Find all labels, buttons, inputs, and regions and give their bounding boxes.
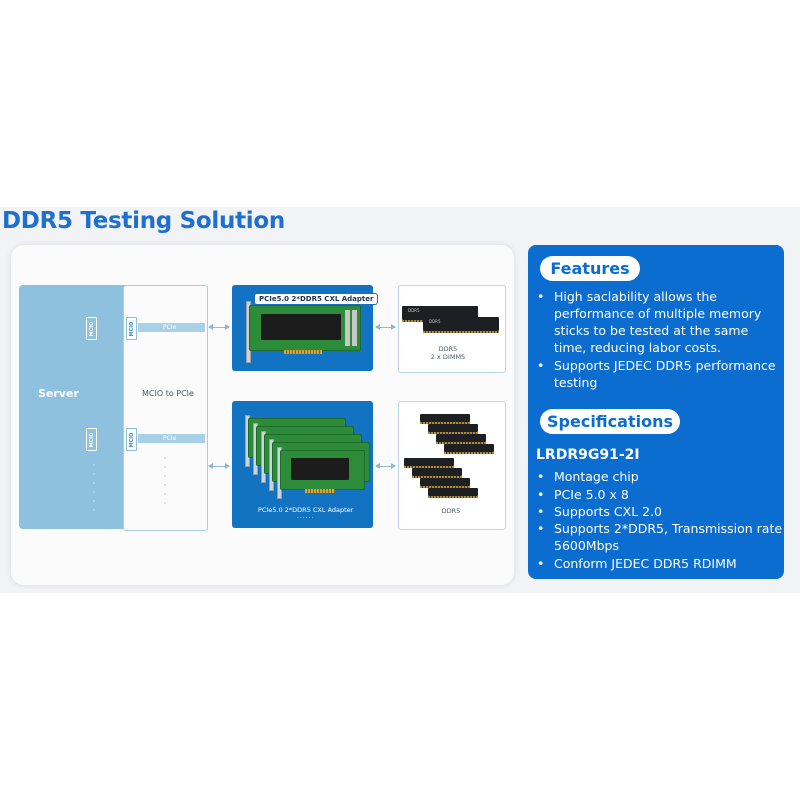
ddr5-caption-line1: DDR5 (438, 345, 458, 353)
arrow-adapter-ddr-bottom (375, 463, 396, 469)
pcie-strip-top: PCIe (138, 323, 205, 332)
spec-text: Supports CXL 2.0 (554, 504, 663, 519)
card-goldfinger (284, 350, 322, 354)
port-label: MCIO (128, 321, 135, 336)
mcio-ellipsis: ······ (163, 454, 167, 509)
server-block (19, 285, 128, 529)
page-title: DDR5 Testing Solution (2, 208, 285, 234)
port-label: MCIO (128, 432, 135, 447)
arrow-pcie-adapter-top (208, 324, 230, 330)
port-label: MCIO (88, 321, 95, 336)
pcie-strip-bottom: PCIe (138, 434, 205, 443)
feature-text: High saclability allows the performance … (554, 289, 762, 355)
spec-text: Supports 2*DDR5, Transmission rate 5600M… (554, 521, 783, 553)
adapter-card (249, 305, 361, 351)
adapter-caption: PCIe5.0 2*DDR5 CXL Adapter (258, 506, 354, 514)
pcie-label: PCIe (163, 435, 177, 442)
pcie-label: PCIe (163, 324, 177, 331)
spec-text: PCIe 5.0 x 8 (554, 487, 629, 502)
ddr5-caption-line2: 2 x DIMMS (430, 353, 466, 361)
model-number: LRDR9G91-2I (536, 447, 640, 463)
arrow-adapter-ddr-top (375, 324, 396, 330)
dimm-stick (404, 458, 454, 468)
specifications-heading: Specifications (540, 409, 680, 434)
features-heading: Features (540, 256, 640, 281)
server-label: Server (38, 387, 79, 400)
dimm-stick (436, 434, 486, 444)
dimm-stick (428, 488, 478, 498)
mcio-port-top: MCIO (126, 317, 137, 340)
dimm-stick (444, 444, 494, 454)
ddr5-caption-top: DDR5 2 x DIMMS (418, 345, 478, 361)
adapter-ellipsis: ······ (297, 515, 315, 522)
mcio-label: MCIO to PCIe (142, 389, 194, 398)
card-goldfinger (305, 489, 335, 493)
spec-text: Conform JEDEC DDR5 RDIMM (554, 556, 737, 571)
dimm-stick (428, 424, 478, 434)
dimm-stick (420, 478, 470, 488)
spec-text: Montage chip (554, 469, 639, 484)
arrow-pcie-adapter-bottom (208, 463, 230, 469)
port-label: MCIO (88, 432, 95, 447)
server-port-top: MCIO (86, 317, 97, 340)
dimm-stick: DDR5 (423, 317, 499, 333)
dimm-stick (412, 468, 462, 478)
ddr5-caption-bottom: DDR5 (441, 507, 461, 515)
adapter-card (280, 450, 365, 490)
dimm-stick (420, 414, 470, 424)
server-port-bottom: MCIO (86, 428, 97, 451)
mcio-port-bottom: MCIO (126, 428, 137, 451)
feature-text: Supports JEDEC DDR5 performance testing (554, 358, 776, 390)
adapter-title: PCIe5.0 2*DDR5 CXL Adapter (254, 293, 379, 305)
server-ellipsis: ······ (92, 461, 96, 516)
